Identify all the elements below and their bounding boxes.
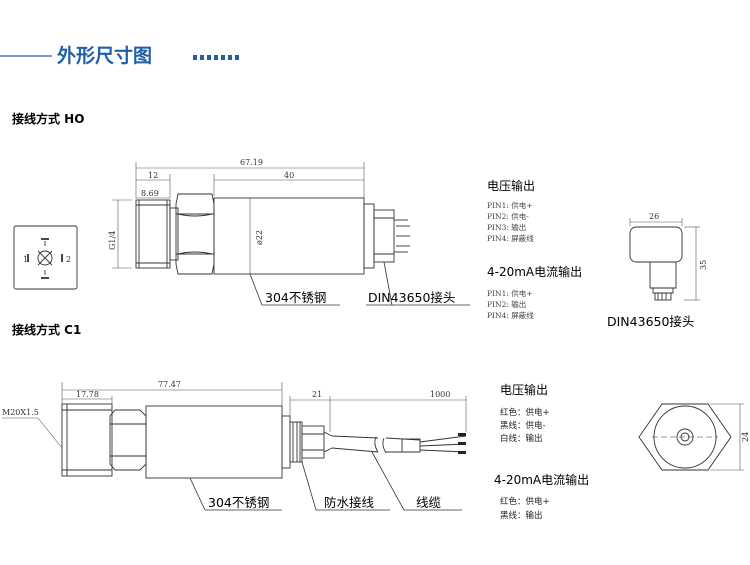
c1-hex-end-view	[638, 403, 732, 471]
ho-callout-lines	[249, 261, 470, 306]
section-ho-title: 接线方式 HO	[12, 111, 84, 126]
ho-sensor-body	[135, 193, 410, 275]
c1-dim-lines	[2, 382, 467, 449]
c1-current-wire: 黑线：输出	[500, 510, 543, 521]
ho-voltage-pin: PIN1: 供电+	[487, 200, 533, 210]
din-dim-lines	[629, 218, 700, 301]
din-dim-width: 26	[649, 212, 659, 221]
c1-callout-cable: 线缆	[416, 495, 442, 510]
c1-current-wire: 红色：供电+	[500, 496, 550, 507]
ho-voltage-pin: PIN4: 屏蔽线	[487, 233, 534, 243]
ho-face-view	[13, 225, 78, 290]
c1-dim-cable: 1000	[430, 390, 450, 399]
din-dim-height: 35	[699, 260, 708, 270]
c1-voltage-wire: 红色：供电+	[500, 407, 550, 418]
face-pin-2: 2	[66, 255, 71, 264]
ho-dim-total: 67.19	[240, 158, 263, 167]
face-pin-1: 1	[23, 255, 28, 264]
c1-callout-gland: 防水接线	[324, 495, 375, 510]
c1-dim-thread: M20X1.5	[2, 408, 39, 417]
c1-callout-steel: 304不锈钢	[208, 495, 269, 510]
ho-voltage-pin: PIN3: 输出	[487, 222, 526, 232]
ho-callout-steel: 304不锈钢	[265, 290, 326, 305]
ho-dim-hex: 8.69	[141, 189, 159, 198]
ho-current-pin: PIN4: 屏蔽线	[487, 310, 534, 320]
din-caption: DIN43650接头	[607, 314, 694, 329]
ho-current-pin: PIN1: 供电+	[487, 288, 533, 298]
c1-dim-gland: 21	[312, 390, 322, 399]
c1-dim-total: 77.47	[158, 380, 181, 389]
c1-dim-hex: 17.78	[76, 390, 99, 399]
c1-voltage-heading: 电压输出	[500, 382, 548, 397]
ho-current-heading: 4-20mA电流输出	[487, 264, 582, 279]
c1-voltage-wire: 白线：输出	[500, 433, 543, 444]
c1-callout-lines	[189, 451, 462, 511]
c1-wire-ends	[458, 433, 466, 454]
ho-current-pin: PIN2: 输出	[487, 299, 526, 309]
ho-dim-first: 12	[148, 171, 158, 180]
ho-dim-body: 40	[284, 171, 294, 180]
c1-voltage-wire: 黑线：供电-	[500, 420, 546, 431]
ho-callout-din: DIN43650接头	[368, 290, 455, 305]
ho-dim-lines	[112, 162, 365, 274]
c1-sensor-body	[61, 403, 467, 479]
ho-dim-diameter: ø22	[255, 230, 264, 245]
section-c1-title: 接线方式 C1	[12, 322, 81, 337]
ho-voltage-pin: PIN2: 供电-	[487, 211, 529, 221]
din-connector-view	[629, 226, 683, 301]
ho-dim-thread: G1/4	[108, 231, 117, 250]
ho-voltage-heading: 电压输出	[487, 178, 535, 193]
page-title: 外形尺寸图	[57, 44, 152, 67]
c1-current-heading: 4-20mA电流输出	[494, 472, 589, 487]
c1-hex-dim-lines	[710, 403, 744, 471]
c1-dim-flat: 24	[741, 432, 750, 442]
header-dots	[193, 55, 239, 60]
